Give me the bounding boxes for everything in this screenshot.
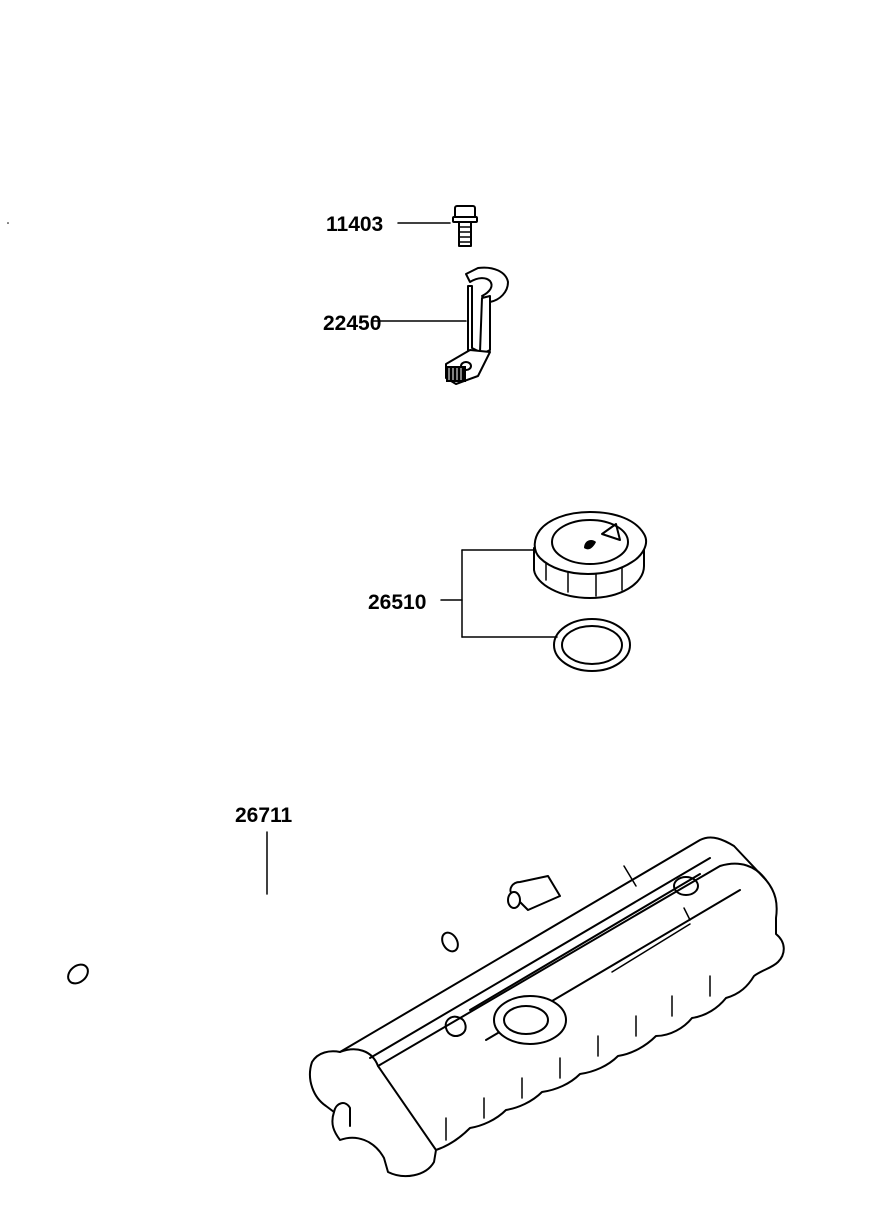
- leader-bracket-26510: [440, 549, 558, 638]
- part-22450[interactable]: 22450: [323, 266, 509, 385]
- bracket-icon: [445, 266, 509, 385]
- part-number-11403: 11403: [326, 213, 383, 236]
- part-26711[interactable]: 26711: [64, 804, 461, 987]
- part-26510[interactable]: 26510: [368, 511, 648, 672]
- breather-hose-icon: [67, 861, 459, 985]
- scan-dot: [7, 222, 9, 224]
- o-ring-icon: [553, 618, 631, 672]
- part-number-26711: 26711: [235, 804, 293, 827]
- bolt-icon: [452, 205, 478, 247]
- valve-cover-icon: [308, 836, 785, 1178]
- part-number-22450: 22450: [323, 312, 381, 335]
- part-number-26510: 26510: [368, 591, 426, 614]
- cap-icon: [533, 511, 648, 599]
- part-11403[interactable]: 11403: [326, 205, 478, 247]
